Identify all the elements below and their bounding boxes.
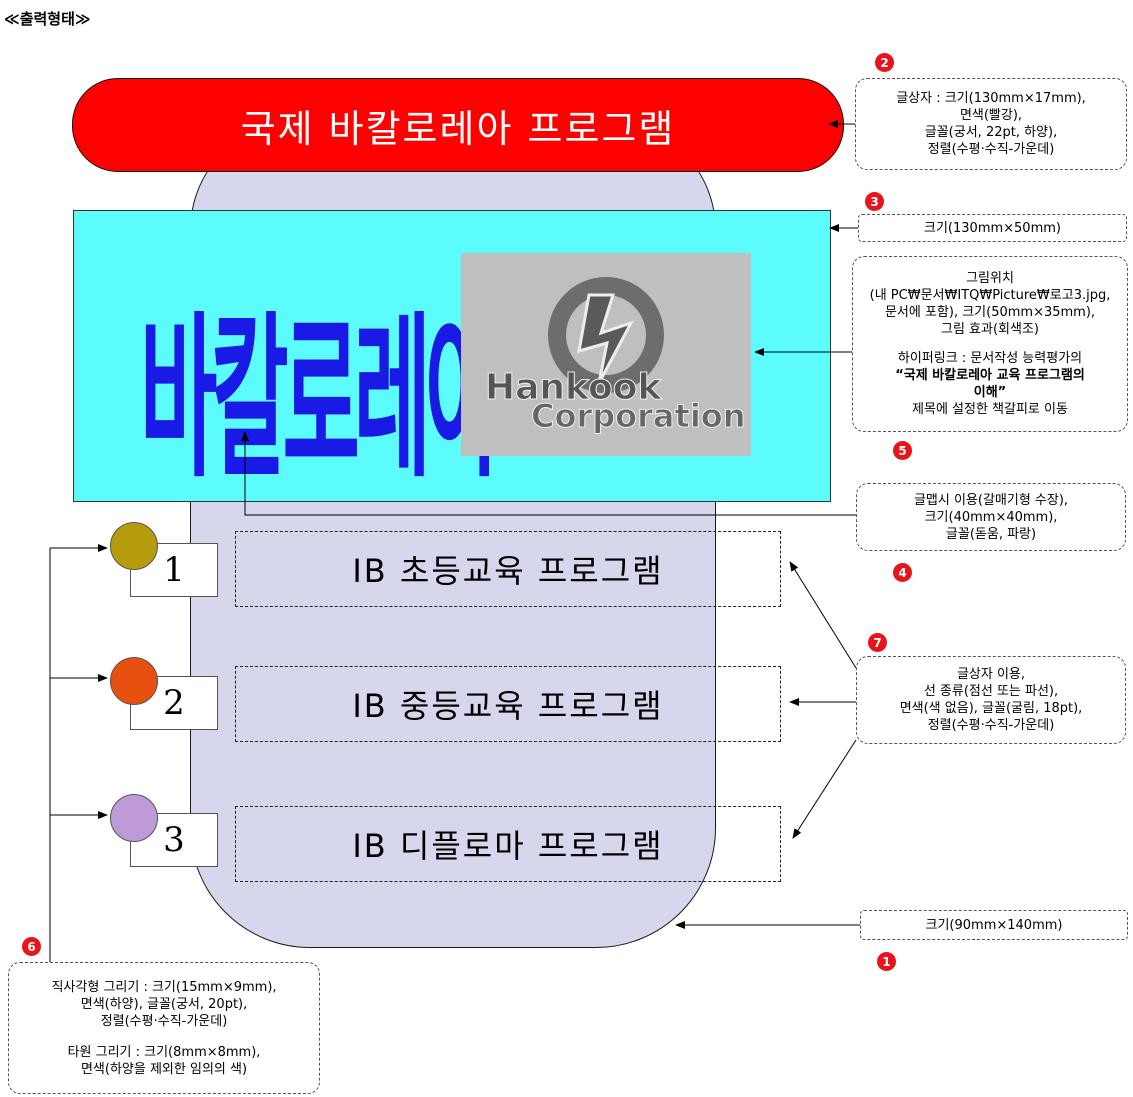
heading: ≪출력형태≫ xyxy=(4,10,91,28)
callout-rectangle-ellipse: 직사각형 그리기 : 크기(15mm×9mm), 면색(하양), 글꼴(궁서, … xyxy=(8,962,320,1094)
callout-background-size: 크기(90mm×140mm) xyxy=(860,910,1128,940)
title-banner: 국제 바칼로레아 프로그램 xyxy=(72,78,844,172)
callout-cyan-box-size: 크기(130mm×50mm) xyxy=(858,214,1127,242)
wordart-text: 바칼로레아 xyxy=(140,295,502,502)
program-box-2: IB 중등교육 프로그램 xyxy=(235,666,781,742)
logo-text-hankook: Hankook xyxy=(484,367,662,409)
callout-wordart: 글맵시 이용(갈매기형 수장), 크기(40mm×40mm), 글꼴(돋움, 파… xyxy=(856,483,1126,551)
program-box-1: IB 초등교육 프로그램 xyxy=(235,531,781,607)
marker-7: 7 xyxy=(868,633,887,652)
callout-program-textboxes: 글상자 이용, 선 종류(점선 또는 파선), 면색(색 없음), 글꼴(굴림,… xyxy=(856,656,1126,744)
marker-2: 2 xyxy=(875,53,894,72)
ellipse-3 xyxy=(110,794,158,842)
program-box-3: IB 디플로마 프로그램 xyxy=(235,806,781,882)
logo-text-corporation: Corporation xyxy=(531,397,747,436)
marker-6: 6 xyxy=(22,937,41,956)
lightning-logo-icon xyxy=(548,277,664,393)
callout-title-textbox: 글상자 : 크기(130mm×17mm), 면색(빨강), 글꼴(궁서, 22p… xyxy=(855,78,1127,170)
ellipse-2 xyxy=(110,657,158,705)
marker-1: 1 xyxy=(877,952,896,971)
marker-3: 3 xyxy=(865,192,884,211)
ellipse-1 xyxy=(110,522,158,570)
callout-image-hyperlink: 그림위치 (내 PC₩문서₩ITQ₩Picture₩로고3.jpg, 문서에 포… xyxy=(852,256,1128,432)
hankook-logo-image[interactable]: Hankook Corporation xyxy=(461,253,751,456)
marker-5: 5 xyxy=(893,441,912,460)
marker-4: 4 xyxy=(893,563,912,582)
